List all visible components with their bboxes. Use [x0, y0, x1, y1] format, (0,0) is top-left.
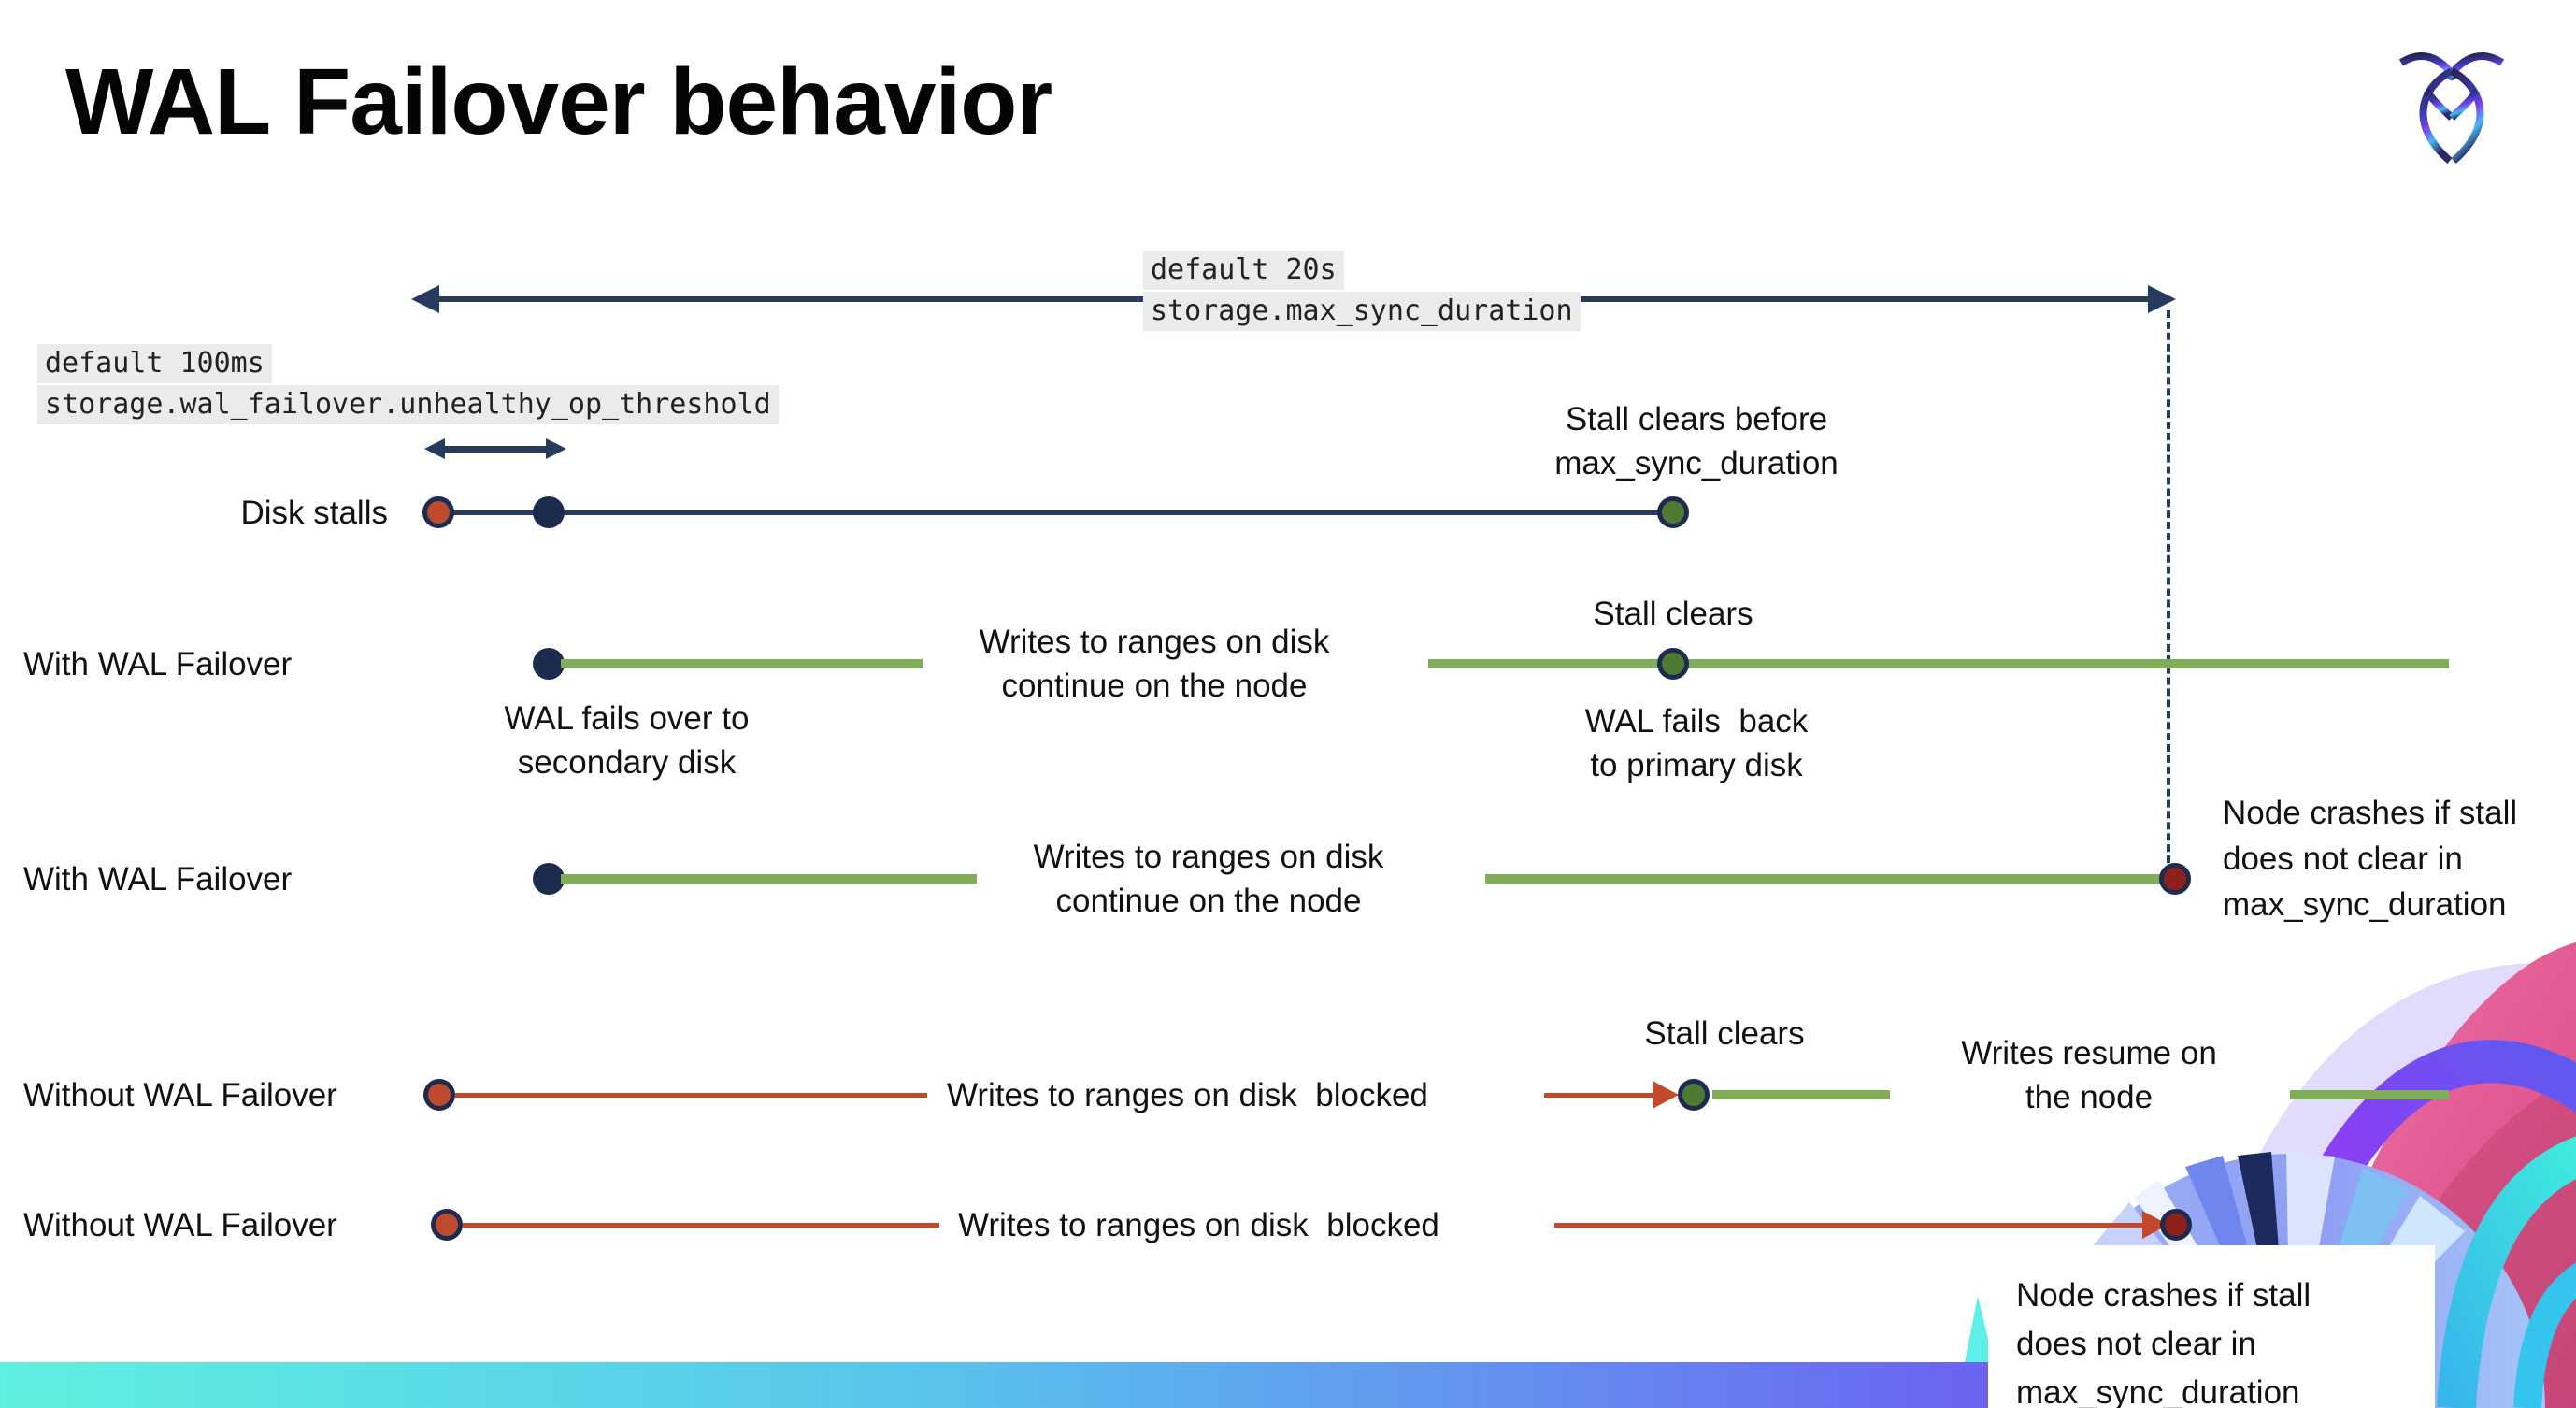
row5-crash-line1: Node crashes if stall [2016, 1277, 2311, 1314]
row2-stall-clears-note: Stall clears [1533, 592, 1813, 636]
annotation-default-20s: default 20s [1143, 251, 1344, 290]
resume-line1: Writes resume on [1961, 1035, 2217, 1071]
row-label-with-wal-failover-2: With WAL Failover [23, 861, 293, 898]
row4-red-segment-a [455, 1093, 927, 1098]
row2-green-segment-a [561, 659, 923, 668]
resume-line2: the node [2025, 1079, 2154, 1115]
row4-stall-clears-note: Stall clears [1584, 1012, 1865, 1056]
row-label-without-wal-failover-2: Without WAL Failover [23, 1207, 337, 1243]
row4-green-segment [1712, 1090, 1890, 1099]
row4-writes-blocked-note: Writes to ranges on disk blocked [947, 1077, 1428, 1113]
row3-crash-line2: does not clear in [2223, 840, 2463, 877]
threshold-arrowhead-left-icon [424, 438, 445, 459]
row3-writes-line1: Writes to ranges on disk [1033, 839, 1384, 875]
row5-red-segment-a [463, 1223, 939, 1228]
failover-line2: secondary disk [517, 744, 737, 781]
row2-writes-continue-note: Writes to ranges on disk continue on the… [939, 620, 1369, 708]
annotation-threshold-setting: storage.wal_failover.unhealthy_op_thresh… [37, 385, 779, 424]
disk-stall-timeline [438, 510, 1673, 515]
row3-green-segment-a [561, 874, 977, 884]
row3-node-crash-dot [2159, 863, 2191, 895]
arrowhead-left-icon [411, 285, 439, 313]
row3-writes-line2: continue on the node [1055, 883, 1362, 919]
wal-fails-over-note: WAL fails over to secondary disk [484, 697, 769, 784]
row5-writes-blocked-note: Writes to ranges on disk blocked [958, 1207, 1439, 1243]
row5-crash-line3: max_sync_duration [2016, 1374, 2300, 1408]
row5-red-segment-b [1554, 1223, 2142, 1228]
row4-green-segment-far-right [2290, 1090, 2449, 1099]
row2-green-segment-b [1428, 659, 2449, 668]
row4-stall-clears-dot [1678, 1079, 1710, 1111]
row5-crash-line2: does not clear in [2016, 1326, 2256, 1362]
failover-dot-row2 [533, 648, 565, 680]
row3-writes-continue-note: Writes to ranges on disk continue on the… [994, 835, 1424, 923]
failover-threshold-dot [533, 496, 565, 528]
threshold-arrow-line [443, 446, 548, 453]
failback-line2: to primary disk [1590, 747, 1803, 783]
page-title: WAL Failover behavior [65, 50, 1052, 154]
annotation-setting-threshold: storage.wal_failover.unhealthy_op_thresh… [37, 385, 779, 424]
node-crash-callout-box: Node crashes if stall does not clear in … [1988, 1245, 2435, 1408]
row5-stall-start-dot [431, 1209, 463, 1241]
max-sync-deadline-dashed-line [2167, 310, 2170, 863]
row3-node-crash-note: Node crashes if stall does not clear in … [2223, 790, 2576, 927]
failover-line1: WAL fails over to [504, 700, 750, 737]
row-label-disk-stalls: Disk stalls [240, 495, 388, 531]
row2-stall-clears-dot [1657, 648, 1689, 680]
row-label-without-wal-failover-1: Without WAL Failover [23, 1077, 337, 1113]
row2-writes-line2: continue on the node [1001, 668, 1308, 704]
annotation-threshold-default: default 100ms [37, 344, 272, 383]
disk-stall-start-dot [422, 496, 454, 528]
row5-node-crash-dot [2160, 1209, 2192, 1241]
stall-clears-dot [1657, 496, 1689, 528]
row4-red-arrowhead-icon [1653, 1081, 1679, 1109]
failover-dot-row3 [533, 863, 565, 895]
row5-node-crash-note: Node crashes if stall does not clear in … [2016, 1272, 2311, 1408]
failback-line1: WAL fails back [1584, 703, 1809, 740]
row4-red-segment-b [1544, 1093, 1653, 1098]
row4-stall-clears-text: Stall clears [1644, 1015, 1805, 1052]
stall-clears-before-line2: max_sync_duration [1554, 445, 1839, 481]
row3-green-segment-b [1485, 874, 2162, 884]
annotation-setting-max-sync: storage.max_sync_duration [1143, 292, 1581, 331]
threshold-arrowhead-right-icon [546, 438, 566, 459]
row4-stall-start-dot [423, 1079, 455, 1111]
row3-crash-line1: Node crashes if stall [2223, 795, 2518, 831]
row3-crash-line3: max_sync_duration [2223, 886, 2507, 923]
stall-clears-before-line1: Stall clears before [1565, 401, 1828, 438]
annotation-max-sync-setting: storage.max_sync_duration [1143, 292, 1581, 331]
row-label-with-wal-failover-1: With WAL Failover [23, 646, 293, 682]
annotation-default-100ms: default 100ms [37, 344, 272, 383]
writes-resume-note: Writes resume on the node [1939, 1031, 2239, 1119]
annotation-max-sync-default: default 20s [1143, 251, 1344, 290]
row2-stall-clears-text: Stall clears [1593, 596, 1753, 632]
cockroachdb-logo-icon [2398, 52, 2505, 165]
wal-fails-back-note: WAL fails back to primary disk [1552, 699, 1841, 787]
arrowhead-right-icon [2148, 285, 2176, 313]
stall-clears-before-note: Stall clears before max_sync_duration [1519, 397, 1874, 485]
row2-writes-line1: Writes to ranges on disk [979, 624, 1330, 660]
